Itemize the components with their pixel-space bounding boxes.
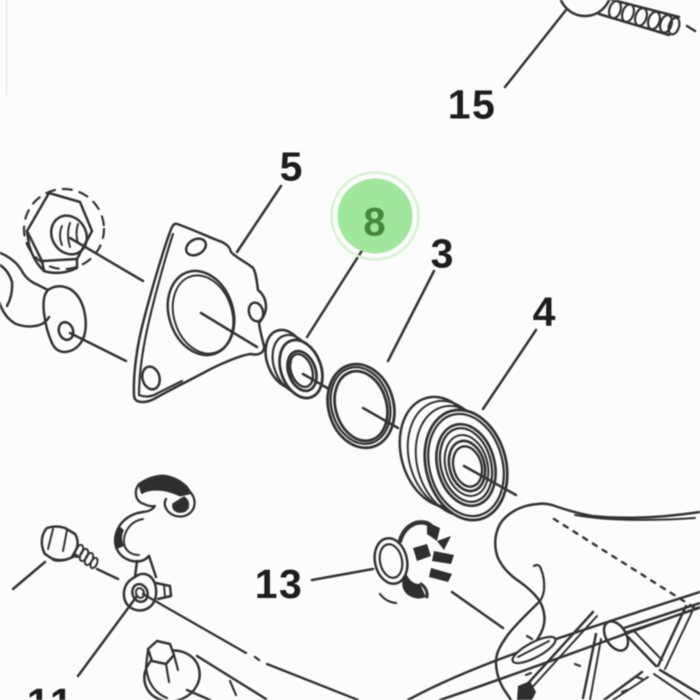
svg-text:15: 15 (448, 82, 497, 128)
svg-text:4: 4 (533, 289, 556, 335)
svg-text:8: 8 (363, 201, 385, 245)
svg-text:5: 5 (280, 144, 303, 190)
svg-text:13: 13 (255, 561, 304, 607)
svg-text:11: 11 (27, 680, 75, 700)
svg-text:3: 3 (431, 231, 454, 277)
